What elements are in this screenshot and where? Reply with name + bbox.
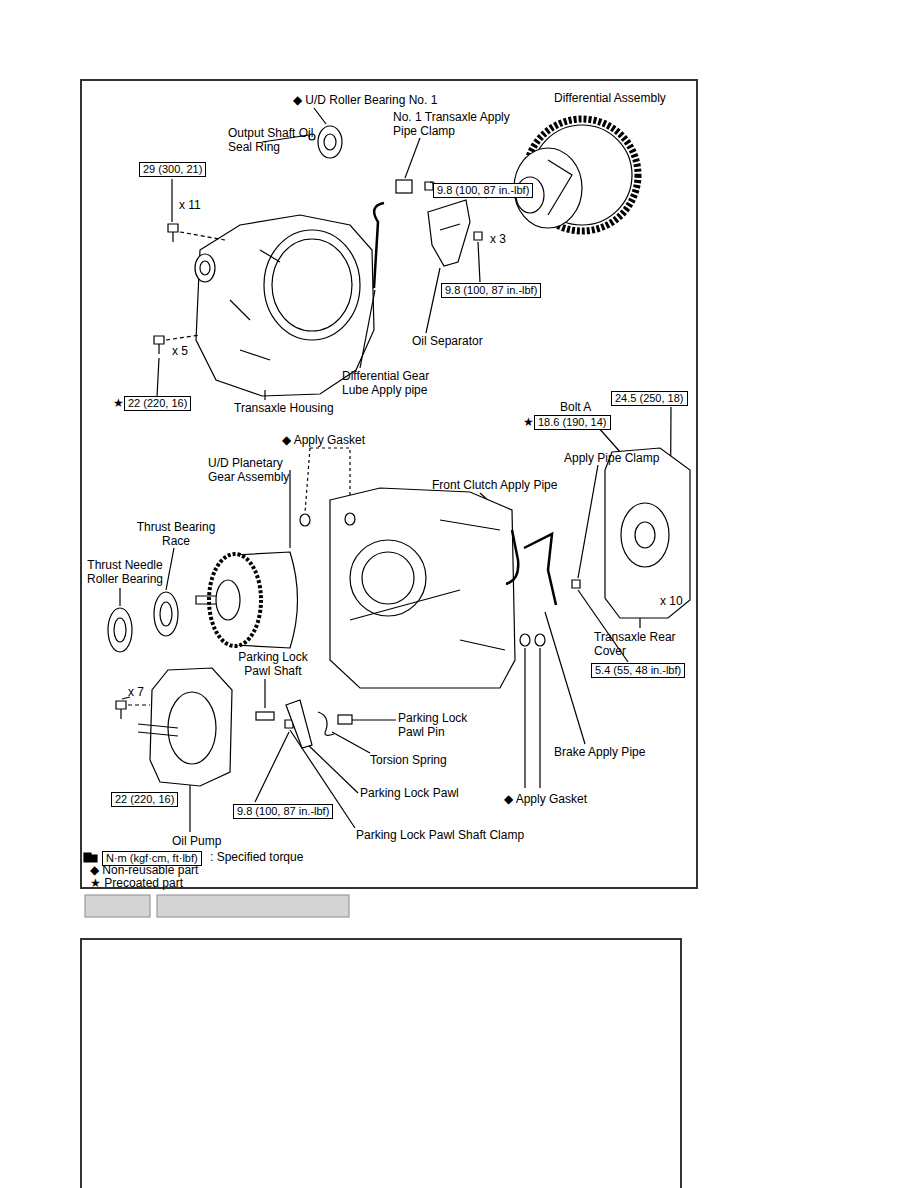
part-name: Thrust Needle Roller Bearing xyxy=(82,558,168,586)
planetary-gear xyxy=(196,552,298,648)
tab xyxy=(85,895,150,917)
lube-apply-pipe xyxy=(374,203,384,288)
rear-cover xyxy=(605,448,690,618)
book-icon xyxy=(84,853,97,862)
part-name: No. 1 Transaxle Apply Pipe Clamp xyxy=(393,110,518,138)
part-name: Apply Pipe Clamp xyxy=(564,451,659,465)
quantity-mark: x 10 xyxy=(660,594,683,608)
quantity-mark: x 11 xyxy=(179,198,201,212)
part-name: Oil Separator xyxy=(412,334,483,348)
legend-entry: : Specified torque xyxy=(210,851,303,864)
part-name: ◆ Apply Gasket xyxy=(282,433,365,447)
legend-entry: ◆ Non-reusable part xyxy=(90,864,198,877)
quantity-mark: x 7 xyxy=(128,685,144,699)
oil-pump xyxy=(138,668,232,786)
torque-value: 9.8 (100, 87 in.-lbf) xyxy=(437,184,529,196)
part-name: Differential Assembly xyxy=(554,91,666,105)
part-name: ◆ U/D Roller Bearing No. 1 xyxy=(293,93,437,107)
part-name: Thrust Bearing Race xyxy=(132,520,220,548)
torque-value: N·m (kgf·cm, ft·lbf) xyxy=(106,852,198,864)
torque-spec-box: 5.4 (55, 48 in.-lbf) xyxy=(591,663,685,678)
symbol-mark: ★ xyxy=(523,415,534,429)
apply-pipe-clamp xyxy=(396,180,412,193)
torque-value: 29 (300, 21) xyxy=(143,163,202,175)
legend-text: ★ Precoated part xyxy=(90,876,183,890)
oil-separator xyxy=(428,200,470,266)
part-name: Brake Apply Pipe xyxy=(554,745,645,759)
torque-value: 5.4 (55, 48 in.-lbf) xyxy=(595,664,681,676)
symbol-mark: ★ xyxy=(113,396,124,410)
legend-text: : Specified torque xyxy=(210,850,303,864)
torque-spec-box: 24.5 (250, 18) xyxy=(611,391,688,406)
quantity-mark: x 3 xyxy=(490,232,506,246)
torque-value: 24.5 (250, 18) xyxy=(615,392,684,404)
part-name: Parking Lock Pawl Shaft Clamp xyxy=(356,828,524,842)
part-name: ◆ Apply Gasket xyxy=(504,792,587,806)
torque-value: 22 (220, 16) xyxy=(115,793,174,805)
gaskets xyxy=(300,513,545,646)
legend-text: ◆ Non-reusable part xyxy=(90,863,198,877)
part-name: Transaxle Housing xyxy=(234,401,334,415)
torque-spec-box: 18.6 (190, 14) xyxy=(534,415,611,430)
part-name: U/D Planetary Gear Assembly xyxy=(208,456,300,484)
part-name: Parking Lock Pawl Pin xyxy=(398,711,480,739)
part-name: Oil Pump xyxy=(172,834,221,848)
differential-assembly xyxy=(514,119,638,231)
torque-spec-box: 9.8 (100, 87 in.-lbf) xyxy=(433,183,533,198)
part-name: Bolt A xyxy=(560,400,591,414)
transaxle-housing xyxy=(195,215,374,396)
frame xyxy=(81,80,697,888)
tab xyxy=(157,895,349,917)
bolts xyxy=(116,182,675,728)
parking-lock-parts xyxy=(256,700,352,748)
roller-bearing xyxy=(309,126,342,158)
torque-spec-box: 9.8 (100, 87 in.-lbf) xyxy=(441,283,541,298)
part-name: Torsion Spring xyxy=(370,753,447,767)
part-name: Transaxle Rear Cover xyxy=(594,630,682,658)
apply-pipes xyxy=(506,530,556,605)
torque-spec-box: 22 (220, 16) xyxy=(124,396,191,411)
empty-panel xyxy=(81,939,681,1188)
legend-entry: ★ Precoated part xyxy=(90,877,183,890)
part-name: Front Clutch Apply Pipe xyxy=(432,478,557,492)
torque-value: 18.6 (190, 14) xyxy=(538,416,607,428)
part-name: Output Shaft Oil Seal Ring xyxy=(228,126,323,154)
part-name: Parking Lock Pawl Shaft xyxy=(232,650,314,678)
transaxle-case xyxy=(330,488,515,688)
torque-spec-box: 22 (220, 16) xyxy=(111,792,178,807)
leader-lines xyxy=(120,108,671,832)
torque-spec-box: 29 (300, 21) xyxy=(139,162,206,177)
torque-value: 9.8 (100, 87 in.-lbf) xyxy=(237,805,329,817)
torque-value: 22 (220, 16) xyxy=(128,397,187,409)
torque-spec-box: 9.8 (100, 87 in.-lbf) xyxy=(233,804,333,819)
torque-value: 9.8 (100, 87 in.-lbf) xyxy=(445,284,537,296)
part-name: Parking Lock Pawl xyxy=(360,786,459,800)
quantity-mark: x 5 xyxy=(172,344,188,358)
thrust-washers xyxy=(108,592,178,652)
part-name: Differential Gear Lube Apply pipe xyxy=(342,369,442,397)
